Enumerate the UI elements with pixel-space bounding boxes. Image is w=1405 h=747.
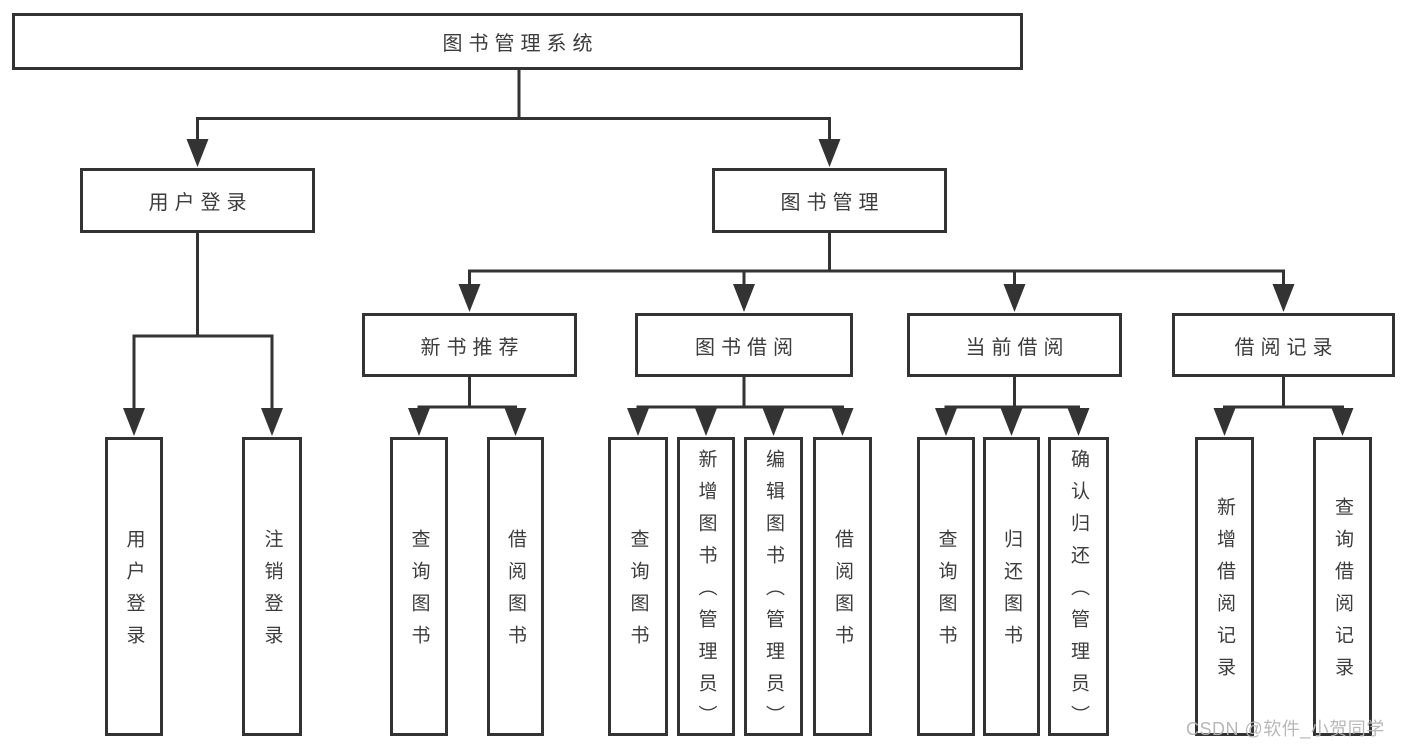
leaf-query-books-recommend: 查询图书 xyxy=(390,437,448,736)
leaf-return-books: 归还图书 xyxy=(983,437,1040,736)
leaf-query-books-borrowing: 查询图书 xyxy=(608,437,668,736)
node-current-borrowing: 当前借阅 xyxy=(907,313,1122,377)
node-borrowing-records: 借阅记录 xyxy=(1172,313,1395,377)
leaf-borrow-books-recommend: 借阅图书 xyxy=(487,437,544,736)
node-book-borrowing: 图书借阅 xyxy=(635,313,853,377)
node-root: 图书管理系统 xyxy=(12,13,1023,70)
leaf-query-books-current: 查询图书 xyxy=(917,437,975,736)
node-book-management: 图书管理 xyxy=(712,168,947,233)
leaf-user-login: 用户登录 xyxy=(105,437,163,736)
node-user-login: 用户登录 xyxy=(80,168,315,233)
leaf-confirm-return-admin: 确认归还（管理员） xyxy=(1048,437,1109,737)
leaf-add-borrow-record: 新增借阅记录 xyxy=(1195,437,1254,736)
leaf-query-borrow-record: 查询借阅记录 xyxy=(1313,437,1372,736)
leaf-logout: 注销登录 xyxy=(242,437,302,736)
leaf-borrow-books: 借阅图书 xyxy=(813,437,872,736)
leaf-add-books-admin: 新增图书（管理员） xyxy=(677,437,735,737)
leaf-edit-books-admin: 编辑图书（管理员） xyxy=(744,437,803,737)
node-new-book-recommend: 新书推荐 xyxy=(362,313,577,377)
watermark: CSDN @软件_小贺同学 xyxy=(1186,719,1385,739)
